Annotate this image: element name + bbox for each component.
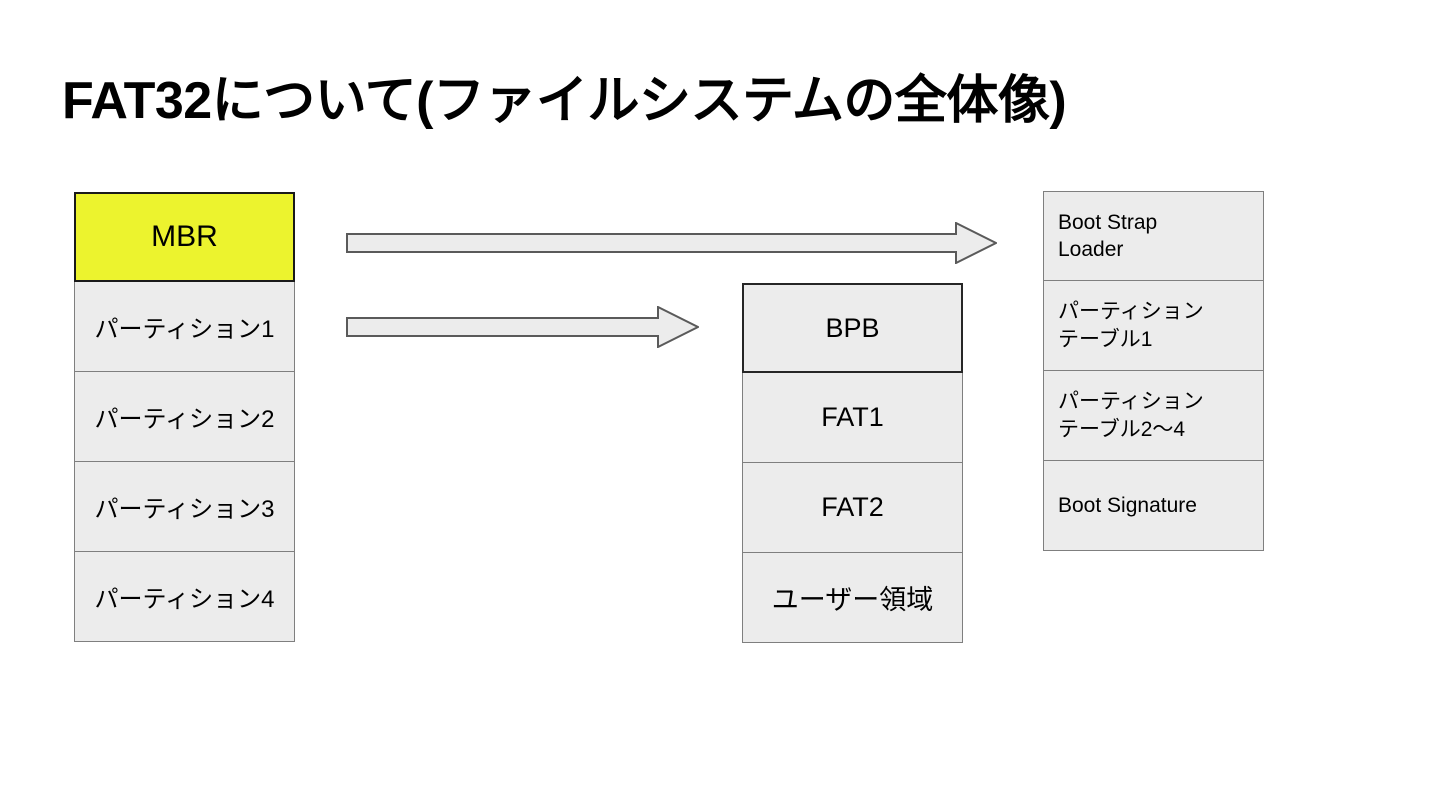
partition-detail-cell-user-area-label: ユーザー領域 bbox=[771, 585, 934, 615]
partition-detail-cell-fat2-label: FAT2 bbox=[821, 492, 884, 522]
right-arrow-icon-mbr-to-detail bbox=[346, 222, 997, 264]
mbr-cell-partition-2-label: パーティション2 bbox=[94, 406, 275, 433]
mbr-detail-cell-partition-table-1[interactable]: パーティション テーブル1 bbox=[1043, 281, 1264, 371]
mbr-cell-partition-2[interactable]: パーティション2 bbox=[74, 372, 295, 462]
mbr-cell-partition-3-label: パーティション3 bbox=[94, 496, 275, 523]
right-arrow-icon-partition-to-detail bbox=[346, 306, 699, 348]
partition-detail-cell-fat1-label: FAT1 bbox=[821, 402, 884, 432]
mbr-detail-cell-boot-strap-loader[interactable]: Boot Strap Loader bbox=[1043, 191, 1264, 281]
mbr-detail-cell-boot-signature[interactable]: Boot Signature bbox=[1043, 461, 1264, 551]
partition-detail-cell-user-area[interactable]: ユーザー領域 bbox=[742, 553, 963, 643]
mbr-detail-cell-partition-table-2-4[interactable]: パーティション テーブル2〜4 bbox=[1043, 371, 1264, 461]
mbr-cell-mbr[interactable]: MBR bbox=[74, 192, 295, 282]
mbr-cell-partition-3[interactable]: パーティション3 bbox=[74, 462, 295, 552]
mbr-detail-cell-partition-table-1-label: パーティション テーブル1 bbox=[1058, 300, 1204, 351]
mbr-cell-mbr-label: MBR bbox=[151, 220, 218, 253]
partition-detail-cell-bpb-label: BPB bbox=[825, 312, 880, 343]
partition-detail-column: BPB FAT1 FAT2 ユーザー領域 bbox=[742, 283, 963, 643]
partition-detail-cell-fat1[interactable]: FAT1 bbox=[742, 373, 963, 463]
page-title: FAT32について(ファイルシステムの全体像) bbox=[62, 72, 1067, 130]
mbr-cell-partition-4-label: パーティション4 bbox=[94, 586, 275, 613]
mbr-cell-partition-1-label: パーティション1 bbox=[94, 316, 275, 343]
mbr-cell-partition-4[interactable]: パーティション4 bbox=[74, 552, 295, 642]
mbr-detail-cell-boot-strap-loader-label: Boot Strap Loader bbox=[1058, 210, 1158, 261]
partition-detail-cell-fat2[interactable]: FAT2 bbox=[742, 463, 963, 553]
mbr-column: MBR パーティション1 パーティション2 パーティション3 パーティション4 bbox=[74, 192, 295, 642]
mbr-detail-column: Boot Strap Loader パーティション テーブル1 パーティション … bbox=[1043, 191, 1264, 551]
mbr-detail-cell-partition-table-2-4-label: パーティション テーブル2〜4 bbox=[1058, 390, 1204, 441]
mbr-detail-cell-boot-signature-label: Boot Signature bbox=[1058, 493, 1197, 517]
mbr-cell-partition-1[interactable]: パーティション1 bbox=[74, 282, 295, 372]
partition-detail-cell-bpb[interactable]: BPB bbox=[742, 283, 963, 373]
